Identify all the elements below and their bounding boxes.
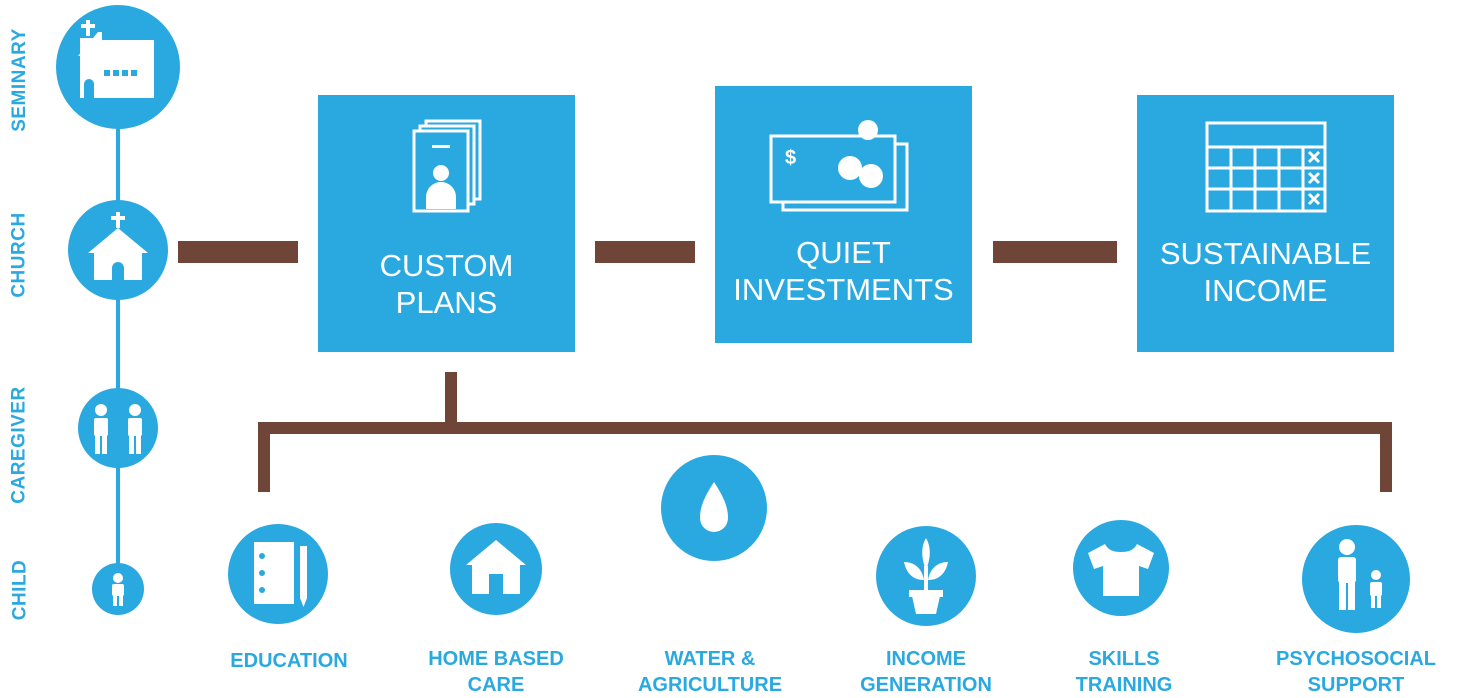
house-icon [450,523,542,615]
money-coins-icon: $ [769,120,909,212]
step-label-quiet-investments: QUIET INVESTMENTS [733,235,954,307]
svg-text:$: $ [785,147,796,169]
service-label-education: EDUCATION [230,650,348,672]
seedling-pot-icon [876,526,976,626]
step-label-custom-plans: CUSTOM PLANS [379,248,514,320]
step-box-sustainable-income: SUSTAINABLE INCOME [1137,95,1394,352]
connector-plans-investments [595,241,695,263]
step-box-quiet-investments: $ QUIET INVESTMENTS [715,86,972,343]
service-label-income-generation: INCOME GENERATION [860,648,992,696]
bracket-left-drop [258,422,270,492]
chapel-icon [68,200,168,300]
documents-profile-icon [412,119,482,213]
service-label-skills-training: SKILLS TRAINING [1075,648,1173,696]
caregiver-pair-icon [78,388,158,468]
level-hierarchy [56,5,180,615]
church-building-icon [56,5,180,129]
adult-child-icon [1302,525,1410,633]
calendar-ledger-icon [1205,121,1327,213]
connector-investments-income [993,241,1117,263]
service-label-psychosocial-support: PSYCHOSOCIAL SUPPORT [1275,648,1437,696]
bracket-horizontal [258,422,1392,434]
service-label-home-based-care: HOME BASED CARE [428,648,564,696]
water-drop-icon [661,455,767,561]
bracket-stem [445,372,457,428]
connector-church-plans [178,241,298,263]
bracket-right-drop [1380,422,1392,492]
notebook-pencil-icon [228,524,328,624]
child-icon [92,563,144,615]
step-box-custom-plans: CUSTOM PLANS [318,95,575,352]
tshirt-icon [1073,520,1169,616]
service-label-water-agriculture: WATER & AGRICULTURE [637,648,783,696]
step-label-sustainable-income: SUSTAINABLE INCOME [1159,236,1372,308]
